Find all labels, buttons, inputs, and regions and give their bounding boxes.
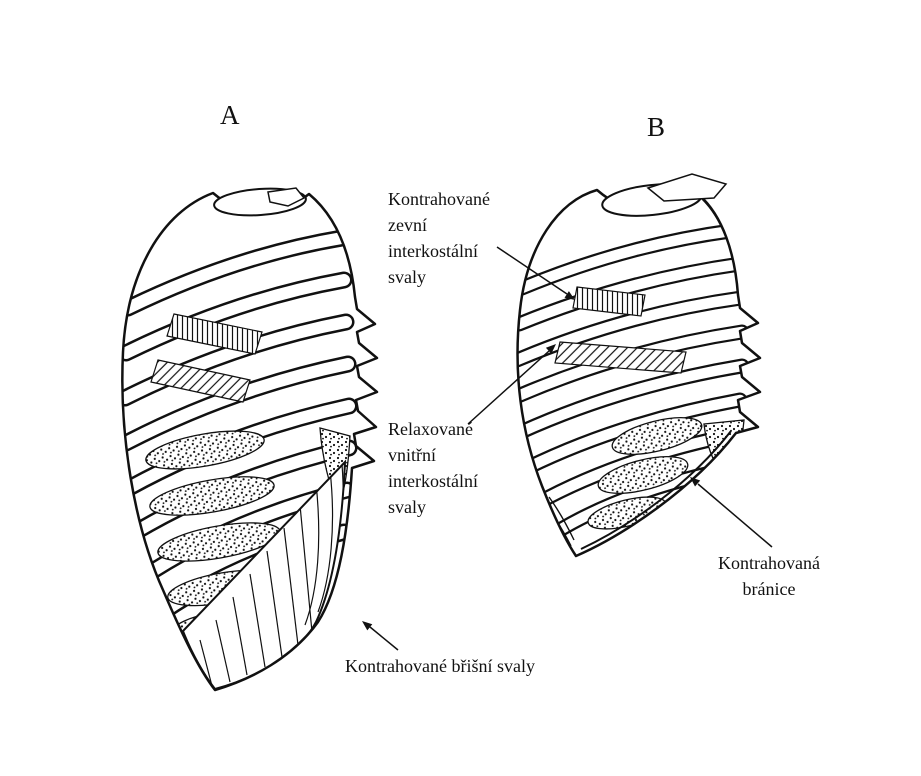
arrow-internal-intercostals — [467, 344, 556, 425]
hatch-vertical-b — [572, 286, 646, 317]
arrow-diaphragm — [690, 477, 773, 548]
arrow-abdominal — [362, 621, 399, 651]
ribcage-a — [121, 187, 379, 692]
stipple-patches-a — [145, 427, 351, 638]
annotation-abdominal-muscles: Kontrahované břišní svaly — [345, 656, 535, 676]
ribcage-b-body — [517, 190, 760, 556]
arrow-external-intercostals — [496, 246, 575, 300]
spine-inner-line-a — [311, 196, 356, 297]
annotation-external-intercostals: Kontrahované zevní interkostální svaly — [388, 189, 490, 288]
sternum-fragment-a — [267, 187, 306, 207]
annotation-internal-intercostals: Relaxované vnitřní interkostální svaly — [388, 419, 478, 518]
spine-inner-line-b — [700, 197, 739, 295]
diaphragm-line-b — [580, 430, 732, 550]
hatch-vertical-a — [166, 313, 263, 355]
panel-label-a: A — [220, 100, 240, 130]
ribcage-a-outline — [121, 191, 379, 692]
sternum-fragment-b — [646, 173, 728, 202]
abdominal-muscles-a — [181, 459, 347, 690]
annotation-diaphragm: Kontrahovaná bránice — [718, 553, 820, 600]
panel-label-b: B — [647, 112, 666, 142]
hatch-diagonal-a — [150, 359, 251, 403]
ribcage-b — [516, 173, 762, 558]
hatch-diagonal-b — [554, 341, 687, 374]
